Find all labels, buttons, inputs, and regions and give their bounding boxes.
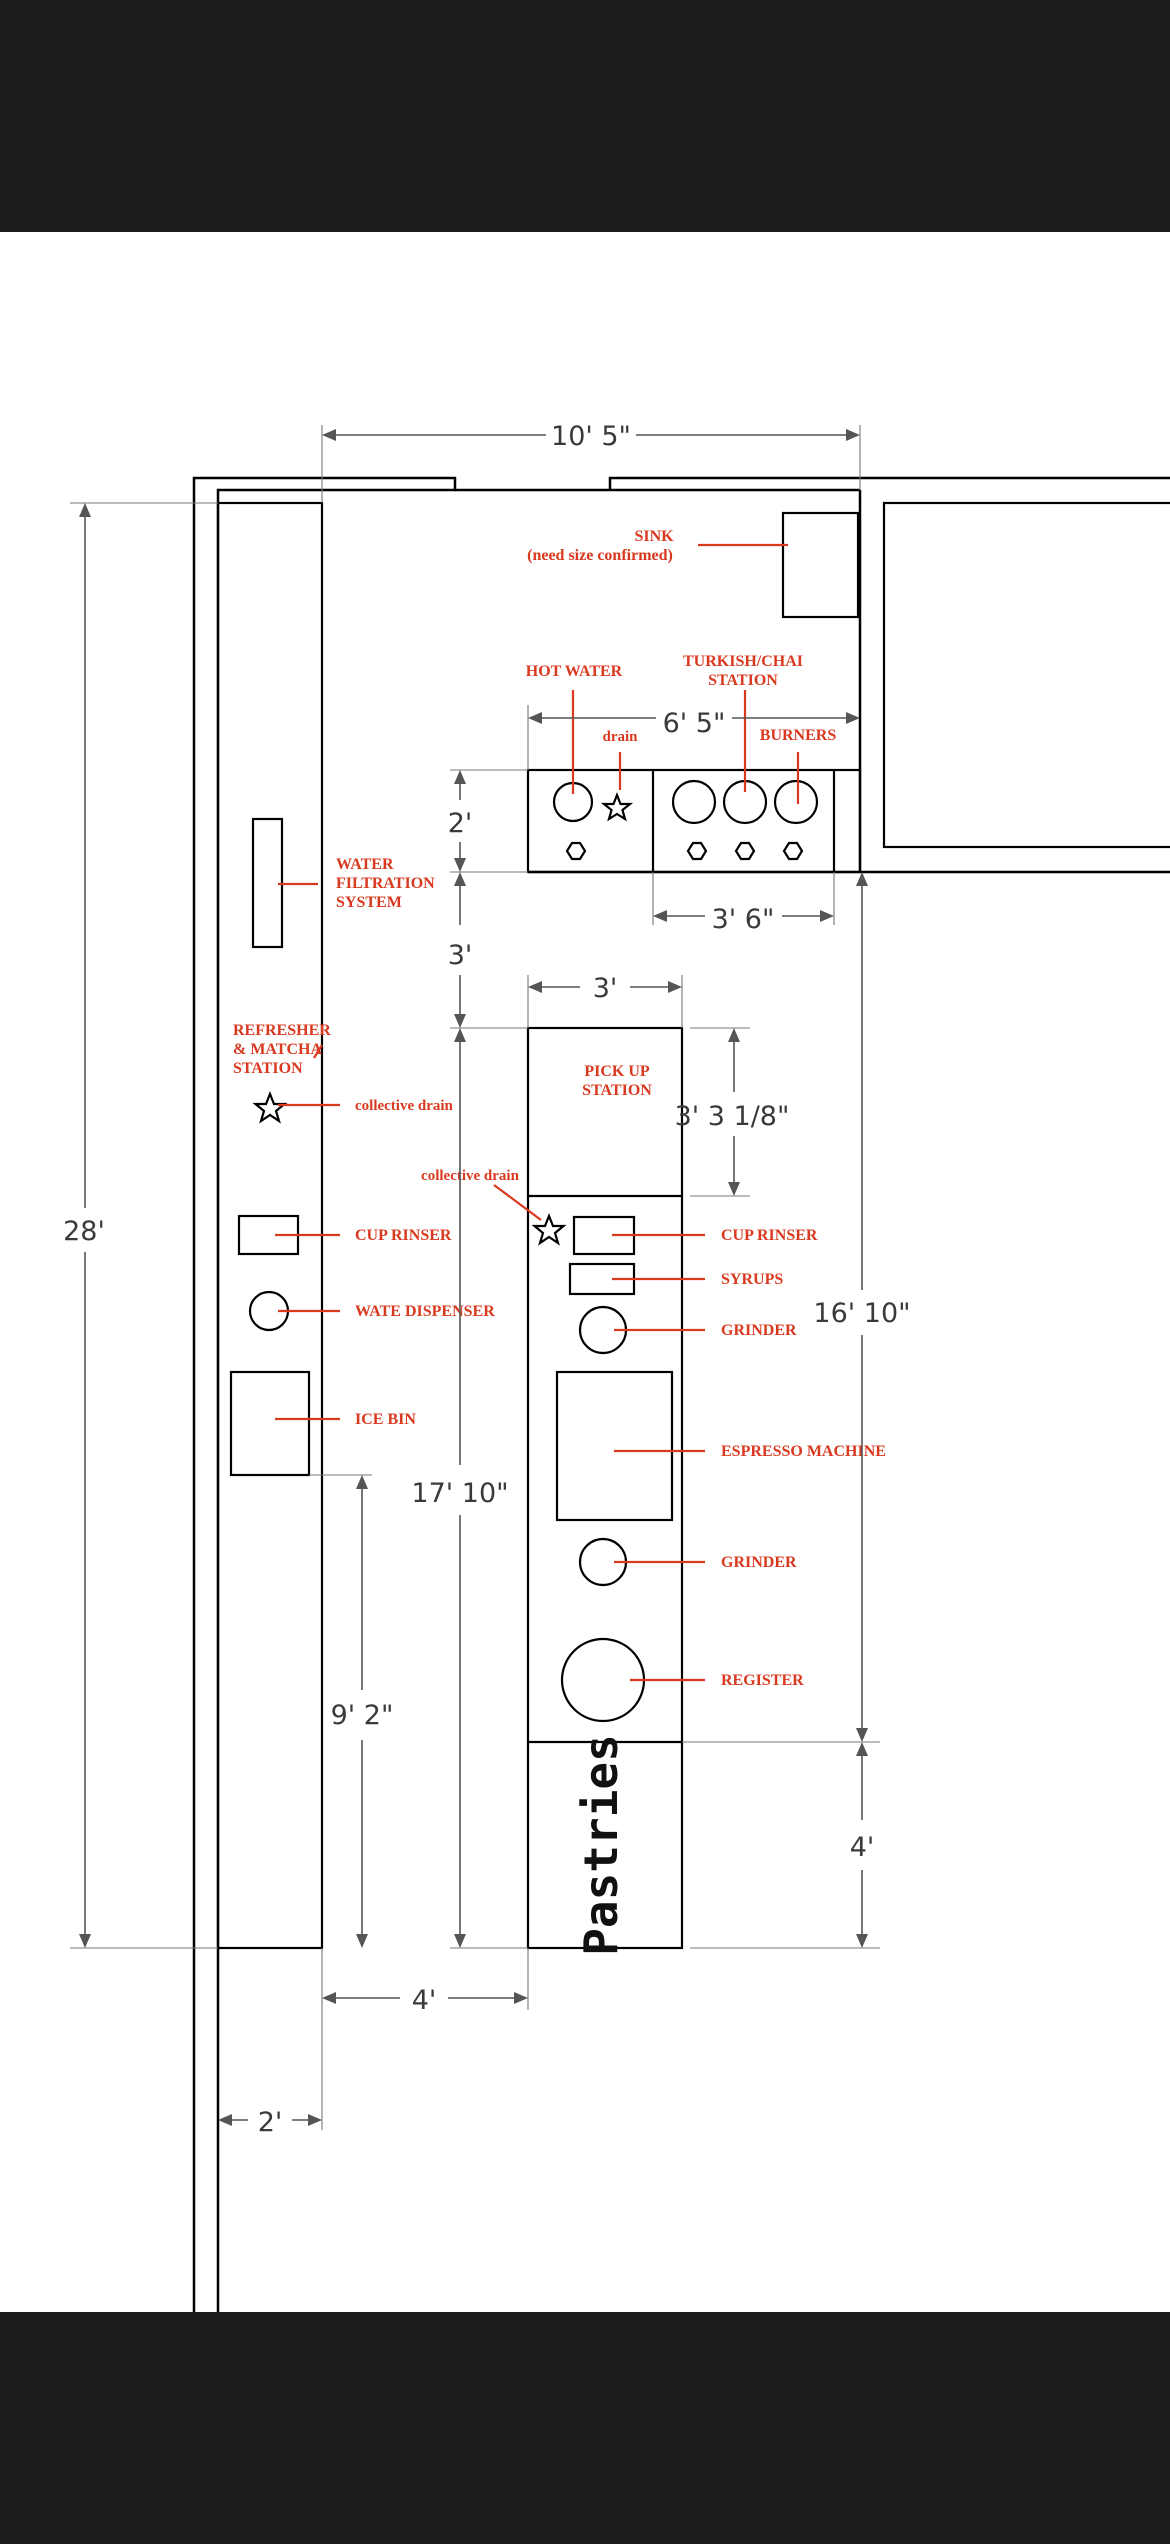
dim-left-height-text: 28' bbox=[63, 1216, 105, 1247]
grinder-1-label: GRINDER bbox=[721, 1322, 797, 1339]
burner-icon bbox=[773, 779, 819, 825]
floor-plan-drawing: SINK (need size confirmed) HOT WATER dra… bbox=[63, 421, 1170, 2312]
dim-hot-station-depth: 2' bbox=[448, 769, 528, 873]
refresher-label-2: & MATCHA bbox=[233, 1041, 322, 1058]
dim-left-height: 28' bbox=[63, 502, 218, 1949]
dim-top-width-text: 10' 5" bbox=[551, 421, 631, 452]
dim-gap-between: 3' bbox=[448, 872, 473, 1028]
ice-bin-label: ICE BIN bbox=[355, 1411, 416, 1428]
refresher-label: REFRESHER bbox=[233, 1022, 331, 1039]
dim-top-width: 10' 5" bbox=[321, 421, 861, 503]
turkish-label: TURKISH/CHAI bbox=[683, 653, 803, 670]
pickup-label-2: STATION bbox=[582, 1082, 652, 1099]
dim-ice-to-end: 9' 2" bbox=[309, 1474, 394, 1948]
knob-icon bbox=[734, 841, 756, 861]
floor-plan: SINK (need size confirmed) HOT WATER dra… bbox=[0, 232, 1170, 2312]
dim-gap-between-text: 3' bbox=[448, 940, 473, 971]
cup-rinser-island-label: CUP RINSER bbox=[721, 1227, 818, 1244]
sink bbox=[781, 511, 860, 619]
pastries-label: Pastries bbox=[574, 1734, 628, 1956]
espresso-machine-label: ESPRESSO MACHINE bbox=[721, 1443, 886, 1460]
turkish-label-2: STATION bbox=[708, 672, 778, 689]
sink-label: SINK bbox=[634, 528, 674, 545]
dim-right-run-text: 16' 10" bbox=[813, 1298, 910, 1329]
burner-icon bbox=[671, 779, 717, 825]
burners-label: BURNERS bbox=[760, 727, 837, 744]
cup-rinser-left-label: CUP RINSER bbox=[355, 1227, 452, 1244]
dim-burner-span: 3' 6" bbox=[652, 872, 835, 935]
back-counter bbox=[216, 501, 324, 1950]
dim-island-width: 3' bbox=[527, 973, 683, 1028]
refresher-label-3: STATION bbox=[233, 1060, 303, 1077]
ice-bin bbox=[229, 1370, 311, 1477]
dim-ice-to-end-text: 9' 2" bbox=[331, 1700, 394, 1731]
dim-aisle-width: 4' bbox=[321, 1948, 529, 2130]
hot-station bbox=[526, 768, 862, 874]
drain-label: drain bbox=[602, 729, 638, 745]
right-cabinet bbox=[882, 501, 1170, 849]
collective-drain-island-star-icon bbox=[531, 1213, 567, 1246]
water-dispenser-label: WATE DISPENSER bbox=[355, 1303, 495, 1320]
dim-island-length-text: 17' 10" bbox=[411, 1478, 508, 1509]
water-filtration-label-2: FILTRATION bbox=[336, 875, 435, 892]
pickup-label: PICK UP bbox=[584, 1063, 650, 1080]
island bbox=[526, 1026, 684, 1950]
dim-aisle-width-text: 4' bbox=[412, 1985, 437, 2016]
knob-icon bbox=[686, 841, 708, 861]
register-label: REGISTER bbox=[721, 1672, 804, 1689]
grinder-2-label: GRINDER bbox=[721, 1554, 797, 1571]
dim-hot-station-depth-text: 2' bbox=[448, 808, 473, 839]
dim-right-run: 16' 10" bbox=[682, 872, 911, 1743]
collective-drain-island-label: collective drain bbox=[421, 1168, 520, 1184]
espresso-machine bbox=[555, 1370, 674, 1522]
dim-pickup-length-text: 3' 3 1/8" bbox=[675, 1101, 790, 1132]
dim-back-counter-depth-text: 2' bbox=[258, 2107, 283, 2138]
hot-water-label: HOT WATER bbox=[526, 663, 623, 680]
knob-icon bbox=[782, 841, 804, 861]
dim-burner-span-text: 3' 6" bbox=[712, 904, 775, 935]
water-filtration-label-3: SYSTEM bbox=[336, 894, 402, 911]
dim-pastry-length: 4' bbox=[690, 1742, 880, 1949]
water-filtration-label: WATER bbox=[336, 856, 394, 873]
drain-star-icon bbox=[600, 791, 634, 822]
dim-hot-station-width-text: 6' 5" bbox=[663, 708, 726, 739]
collective-drain-left-label: collective drain bbox=[355, 1098, 454, 1114]
dim-hot-station-width: 6' 5" bbox=[527, 705, 860, 770]
dim-island-width-text: 3' bbox=[593, 973, 618, 1004]
dim-island-length: 17' 10" bbox=[411, 1027, 528, 1949]
dim-pastry-length-text: 4' bbox=[850, 1832, 875, 1863]
dim-back-counter-depth: 2' bbox=[218, 2107, 322, 2138]
syrups-label: SYRUPS bbox=[721, 1271, 783, 1288]
dim-pickup-length: 3' 3 1/8" bbox=[675, 1027, 790, 1197]
water-filtration-unit bbox=[251, 817, 284, 949]
knob-icon bbox=[565, 841, 587, 861]
collective-drain-star-icon bbox=[252, 1091, 288, 1124]
sink-note: (need size confirmed) bbox=[527, 547, 673, 564]
